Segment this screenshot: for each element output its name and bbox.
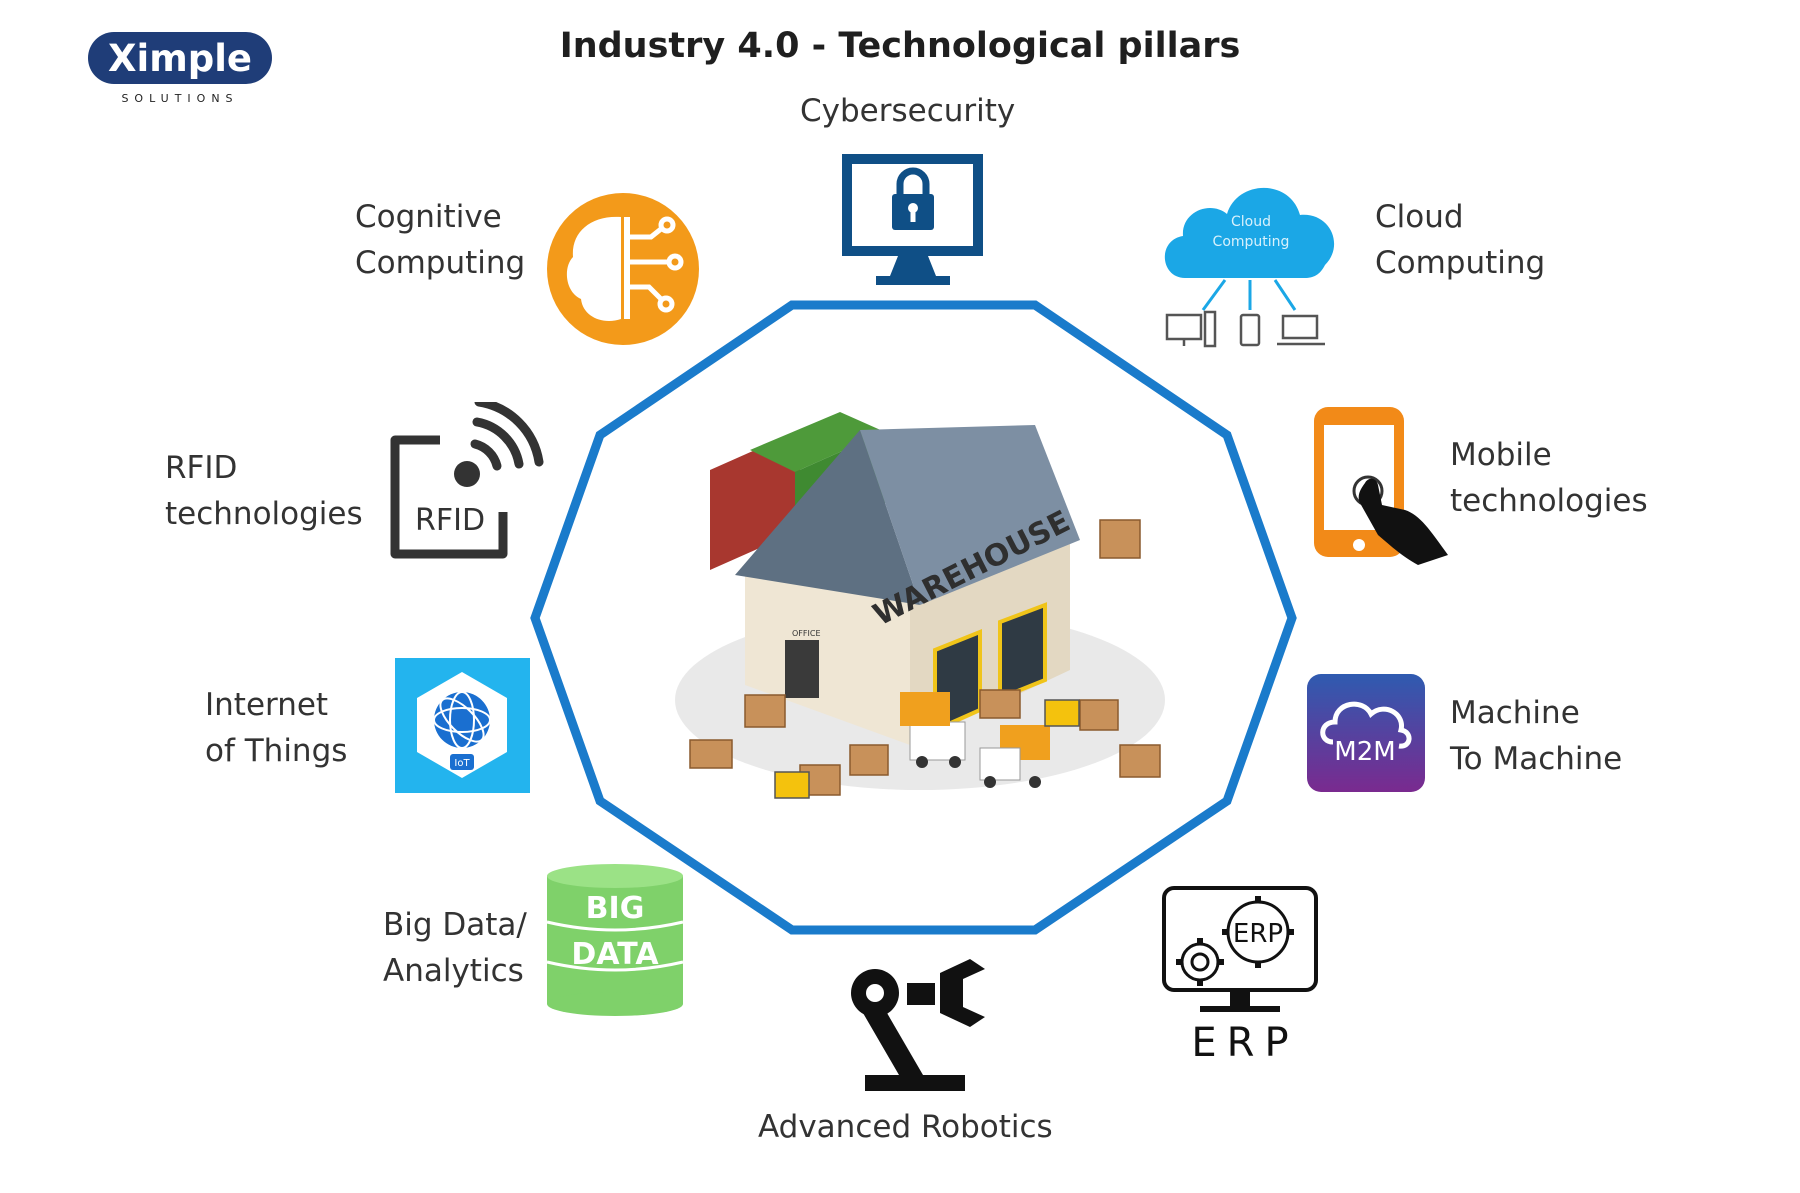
pillar-label-m2m: Machine To Machine	[1450, 690, 1622, 782]
mobile-line-1: Mobile	[1450, 437, 1552, 473]
warehouse-roof	[860, 425, 1080, 605]
truck-1	[900, 692, 966, 768]
bigdata-line-2: Analytics	[383, 953, 524, 989]
pillar-label-cloud: Cloud Computing	[1375, 194, 1545, 286]
pillar-label-mobile: Mobile technologies	[1450, 432, 1648, 524]
bigdata-line-1: Big Data/	[383, 907, 527, 943]
rfid-line-2: technologies	[165, 496, 363, 532]
cloud-line-2: Computing	[1375, 245, 1546, 281]
cognitive-line-1: Cognitive	[355, 199, 502, 235]
cybersecurity-line-1: Cybersecurity	[800, 93, 1016, 129]
iot-icon-text: IoT	[454, 758, 470, 769]
erp-caption: ERP	[1191, 1020, 1299, 1066]
cognitive-line-2: Computing	[355, 245, 526, 281]
page-title: Industry 4.0 - Technological pillars	[559, 26, 1241, 66]
pillar-label-rfid: RFID technologies	[165, 445, 363, 537]
cloud-icon-text-1: Cloud	[1231, 214, 1271, 230]
bigdata-icon-text-2: DATA	[571, 937, 659, 972]
mobile-line-2: technologies	[1450, 483, 1648, 519]
pillar-label-bigdata: Big Data/ Analytics	[383, 902, 527, 994]
truck-2	[979, 725, 1050, 788]
brand-logo: Ximple SOLUTIONS	[86, 28, 276, 108]
robotics-line-1: Advanced Robotics	[758, 1109, 1053, 1145]
pillar-label-robotics: Advanced Robotics	[758, 1104, 1053, 1150]
rfid-icon-text: RFID	[415, 503, 485, 538]
m2m-line-1: Machine	[1450, 695, 1580, 731]
cybersecurity-monitor-lock-icon	[840, 152, 985, 287]
m2m-line-2: To Machine	[1450, 741, 1623, 777]
pillar-label-cybersecurity: Cybersecurity	[800, 88, 1015, 134]
erp-icon-text: ERP	[1233, 919, 1283, 949]
m2m-icon-text: M2M	[1334, 737, 1395, 767]
erp-monitor-gears-icon: ERP	[1160, 884, 1320, 1064]
bigdata-icon-text-1: BIG	[586, 891, 645, 926]
rfid-line-1: RFID	[165, 450, 238, 486]
iot-globe-icon: IoT	[395, 658, 530, 793]
big-data-database-icon: BIG DATA	[545, 862, 685, 1017]
mobile-touch-icon	[1310, 405, 1455, 565]
robot-arm-icon	[845, 955, 985, 1095]
rfid-signal-icon: RFID	[385, 397, 545, 562]
office-sign: OFFICE	[792, 629, 821, 638]
cloud-icon-text-2: Computing	[1213, 234, 1290, 250]
m2m-cloud-icon: M2M	[1305, 672, 1427, 794]
logo-tagline: SOLUTIONS	[121, 92, 238, 105]
iot-line-2: of Things	[205, 733, 348, 769]
pillar-label-iot: Internet of Things	[205, 682, 347, 774]
brain-circuit-icon	[541, 187, 706, 352]
cloud-line-1: Cloud	[1375, 199, 1464, 235]
warehouse-illustration: WAREHOUSE OFFICE	[650, 400, 1180, 820]
logo-name: Ximple	[108, 37, 252, 80]
iot-line-1: Internet	[205, 687, 329, 723]
pillar-label-cognitive: Cognitive Computing	[355, 194, 525, 286]
cloud-devices-icon: Cloud Computing	[1155, 160, 1345, 355]
